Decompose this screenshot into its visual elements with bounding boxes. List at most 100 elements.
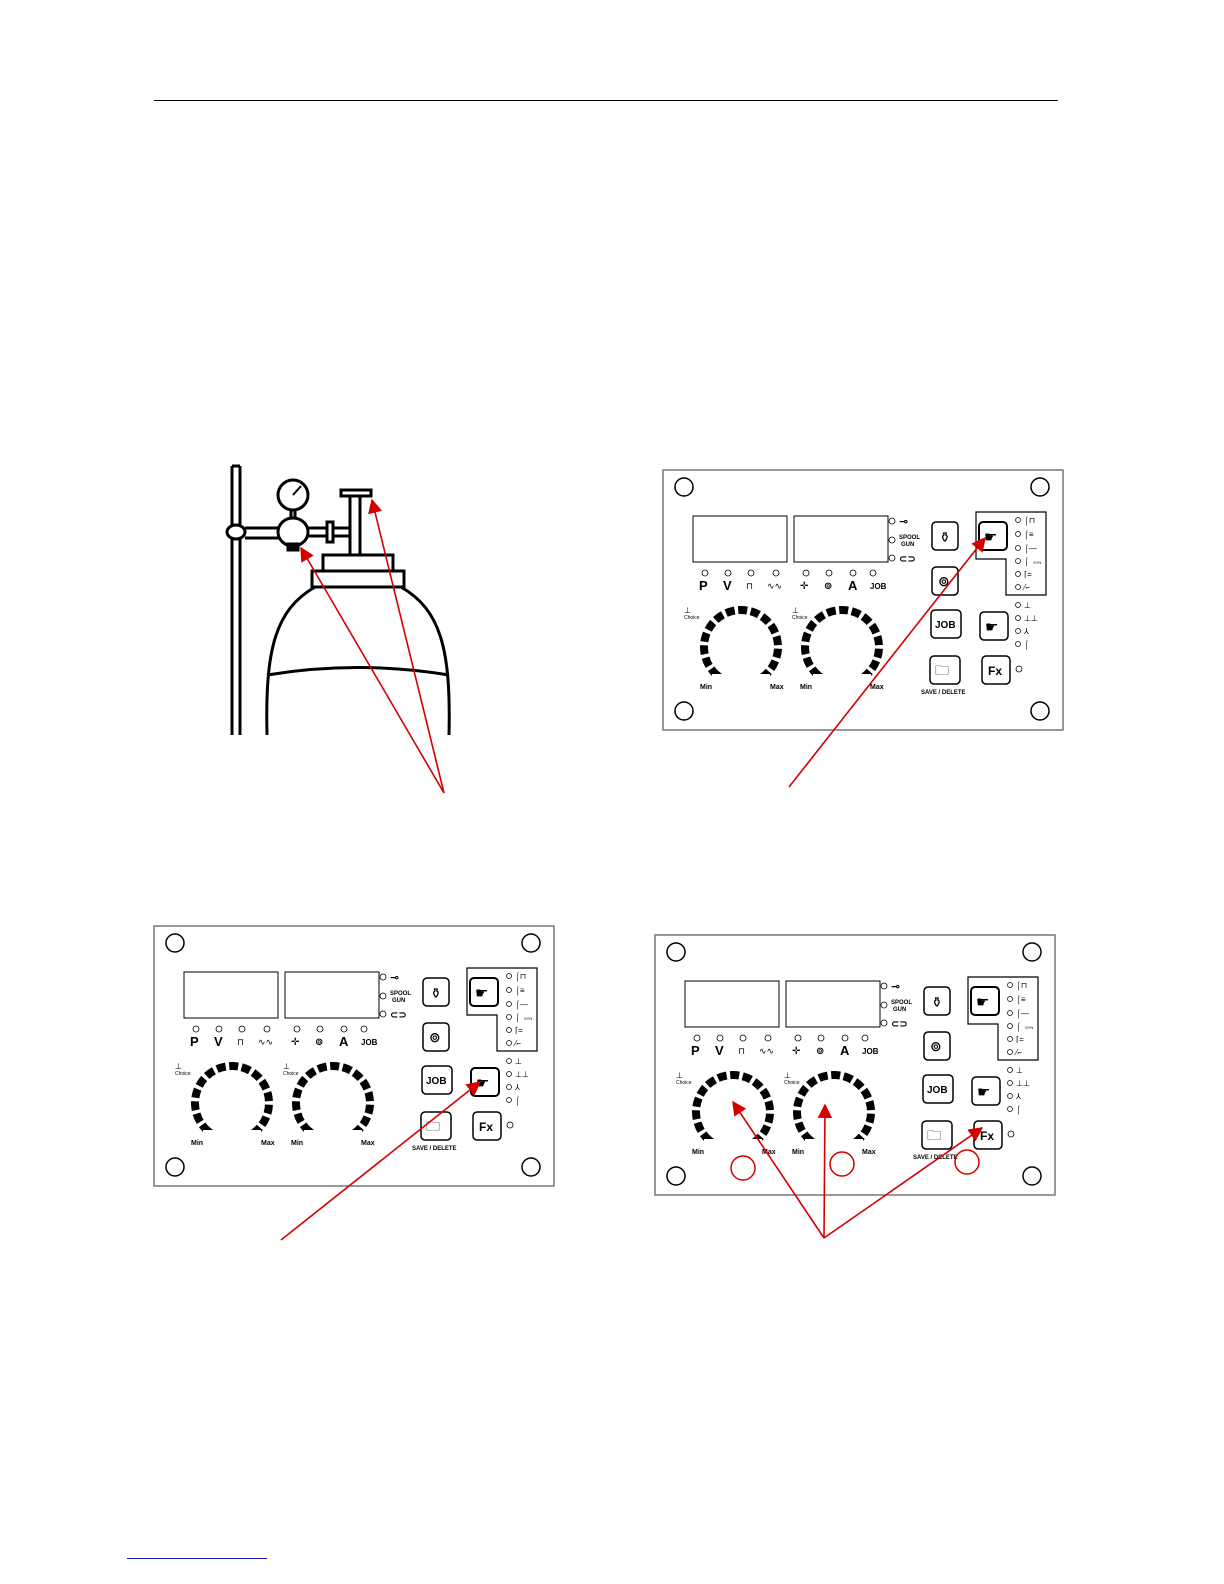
screw-icon (521, 933, 541, 953)
plug-icon: ⊸ (899, 516, 908, 528)
roller-icon: ⊚ (938, 573, 950, 589)
fx-label: Fx (980, 1129, 994, 1143)
thickness-icon: ⊓ (738, 1046, 745, 1056)
job-label: JOB (361, 1038, 378, 1047)
svg-text:⌠: ⌠ (1024, 640, 1029, 650)
choice-icon: ⊥ (175, 1062, 182, 1071)
hand-pointer-icon: ☛ (475, 985, 488, 1002)
roller-icon: ⊚ (824, 581, 832, 592)
current-label: A (848, 578, 858, 593)
process-select-button[interactable] (978, 521, 1008, 551)
folder-icon: 🗀 (426, 1118, 440, 1134)
panel-figure-3: ⊸ SPOOL GUN ⊂⊃ P V ⊓ ∿∿ ✛ ⊚ A JOB ⊥ Choi… (654, 934, 1056, 1196)
control-panel: ⊸ SPOOL GUN ⊂⊃ P V ⊓ ∿∿ ✛ ⊚ A JOB ⊥ Choi… (153, 925, 555, 1187)
svg-text:SYN: SYN (1033, 560, 1041, 565)
svg-text:⌠—: ⌠— (515, 1000, 528, 1010)
svg-text:⌈=: ⌈= (515, 1026, 523, 1035)
screw-icon (674, 477, 694, 497)
wave-icon: ∿∿ (759, 1046, 774, 1056)
roller-icon: ⊚ (816, 1046, 824, 1057)
process-list: ⌠⊓ ⌠≡ ⌠— ⌠SYN ⌈= ⁄⌐ (506, 972, 532, 1048)
svg-text:⌠: ⌠ (1016, 1105, 1021, 1115)
svg-text:⌠: ⌠ (1024, 557, 1029, 567)
screw-icon (666, 1166, 686, 1186)
wire-inch-button[interactable] (923, 1031, 951, 1061)
choice-icon: ⊥ (784, 1071, 791, 1080)
gas-bottle-icon: ⚱ (430, 985, 442, 1001)
job-button-label: JOB (935, 620, 956, 631)
right-display (785, 980, 881, 1028)
folder-icon: 🗀 (927, 1127, 941, 1143)
choice-label: Choice (684, 615, 700, 621)
choice-label: Choice (676, 1080, 692, 1086)
job-button-label: JOB (927, 1085, 948, 1096)
choice-icon: ⊥ (684, 606, 691, 615)
torch-icon: ⊂⊃ (891, 1019, 908, 1030)
wire-feed-icon: ✛ (792, 1046, 801, 1057)
right-display (793, 515, 889, 563)
wire-feed-icon: ✛ (800, 581, 809, 592)
svg-text:⌠—: ⌠— (1016, 1009, 1029, 1019)
screw-icon (1022, 1166, 1042, 1186)
power-label: P (699, 578, 708, 593)
gas-bottle-icon: ⚱ (931, 994, 943, 1010)
max-label: Max (261, 1140, 275, 1147)
svg-text:⅄: ⅄ (1023, 627, 1029, 636)
hand-pointer-icon: ☛ (977, 1084, 990, 1101)
power-label: P (691, 1043, 700, 1058)
process-list: ⌠⊓ ⌠≡ ⌠— ⌠SYN ⌈= ⁄⌐ (1007, 981, 1033, 1057)
svg-text:⌠⊓: ⌠⊓ (1024, 516, 1035, 526)
svg-text:⌈=: ⌈= (1016, 1035, 1024, 1044)
min-label: Min (700, 684, 712, 691)
wave-icon: ∿∿ (767, 581, 782, 591)
process-select-button[interactable] (970, 986, 1000, 1016)
min-label: Min (191, 1140, 203, 1147)
svg-text:⌠≡: ⌠≡ (1016, 995, 1026, 1005)
choice-label: Choice (283, 1071, 299, 1077)
svg-text:⌠: ⌠ (1016, 1022, 1021, 1032)
svg-text:⌠⊓: ⌠⊓ (515, 972, 526, 982)
screw-icon (1022, 942, 1042, 962)
svg-text:⅄: ⅄ (514, 1083, 520, 1092)
min-label: Min (792, 1149, 804, 1156)
wire-inch-button[interactable] (422, 1022, 450, 1052)
job-button[interactable] (922, 1074, 954, 1104)
save-delete-label: SAVE / DELETE (913, 1155, 958, 1161)
choice-label: Choice (784, 1080, 800, 1086)
gas-button[interactable] (422, 977, 450, 1007)
max-label: Max (770, 684, 784, 691)
svg-text:⊥: ⊥ (1016, 1066, 1023, 1075)
choice-icon: ⊥ (283, 1062, 290, 1071)
hand-pointer-icon: ☛ (476, 1075, 489, 1092)
mode-list: ⊥ ⊥⊥ ⅄ ⌠ (506, 1057, 529, 1106)
svg-text:⌠≡: ⌠≡ (1024, 530, 1034, 540)
plug-icon: ⊸ (891, 981, 900, 993)
panel-figure-1: ⊸ SPOOL GUN ⊂⊃ P V ⊓ ∿∿ ✛ ⊚ A JOB ⊥ Choi… (662, 469, 1064, 731)
choice-icon: ⊥ (792, 606, 799, 615)
min-label: Min (291, 1140, 303, 1147)
folder-icon: 🗀 (935, 662, 949, 678)
svg-text:⌠≡: ⌠≡ (515, 986, 525, 996)
spool-label: SPOOL (390, 991, 411, 997)
gun-label: GUN (901, 542, 914, 548)
max-label: Max (762, 1149, 776, 1156)
screw-icon (1030, 701, 1050, 721)
mode-select-button[interactable] (971, 1076, 1001, 1106)
fx-label: Fx (479, 1120, 493, 1134)
screw-icon (1030, 477, 1050, 497)
svg-text:⌠⊓: ⌠⊓ (1016, 981, 1027, 991)
choice-icon: ⊥ (676, 1071, 683, 1080)
gun-label: GUN (392, 998, 405, 1004)
gas-button[interactable] (923, 986, 951, 1016)
header-rule (154, 100, 1058, 101)
svg-text:⊥: ⊥ (1024, 601, 1031, 610)
voltage-label: V (214, 1034, 223, 1049)
panel-figure-2: ⊸ SPOOL GUN ⊂⊃ P V ⊓ ∿∿ ✛ ⊚ A JOB ⊥ Choi… (153, 925, 555, 1187)
job-button-label: JOB (426, 1076, 447, 1087)
process-select-button[interactable] (469, 977, 499, 1007)
svg-text:⁄⌐: ⁄⌐ (1014, 1048, 1022, 1057)
svg-text:⌠: ⌠ (515, 1096, 520, 1106)
spool-label: SPOOL (899, 535, 920, 541)
min-label: Min (800, 684, 812, 691)
